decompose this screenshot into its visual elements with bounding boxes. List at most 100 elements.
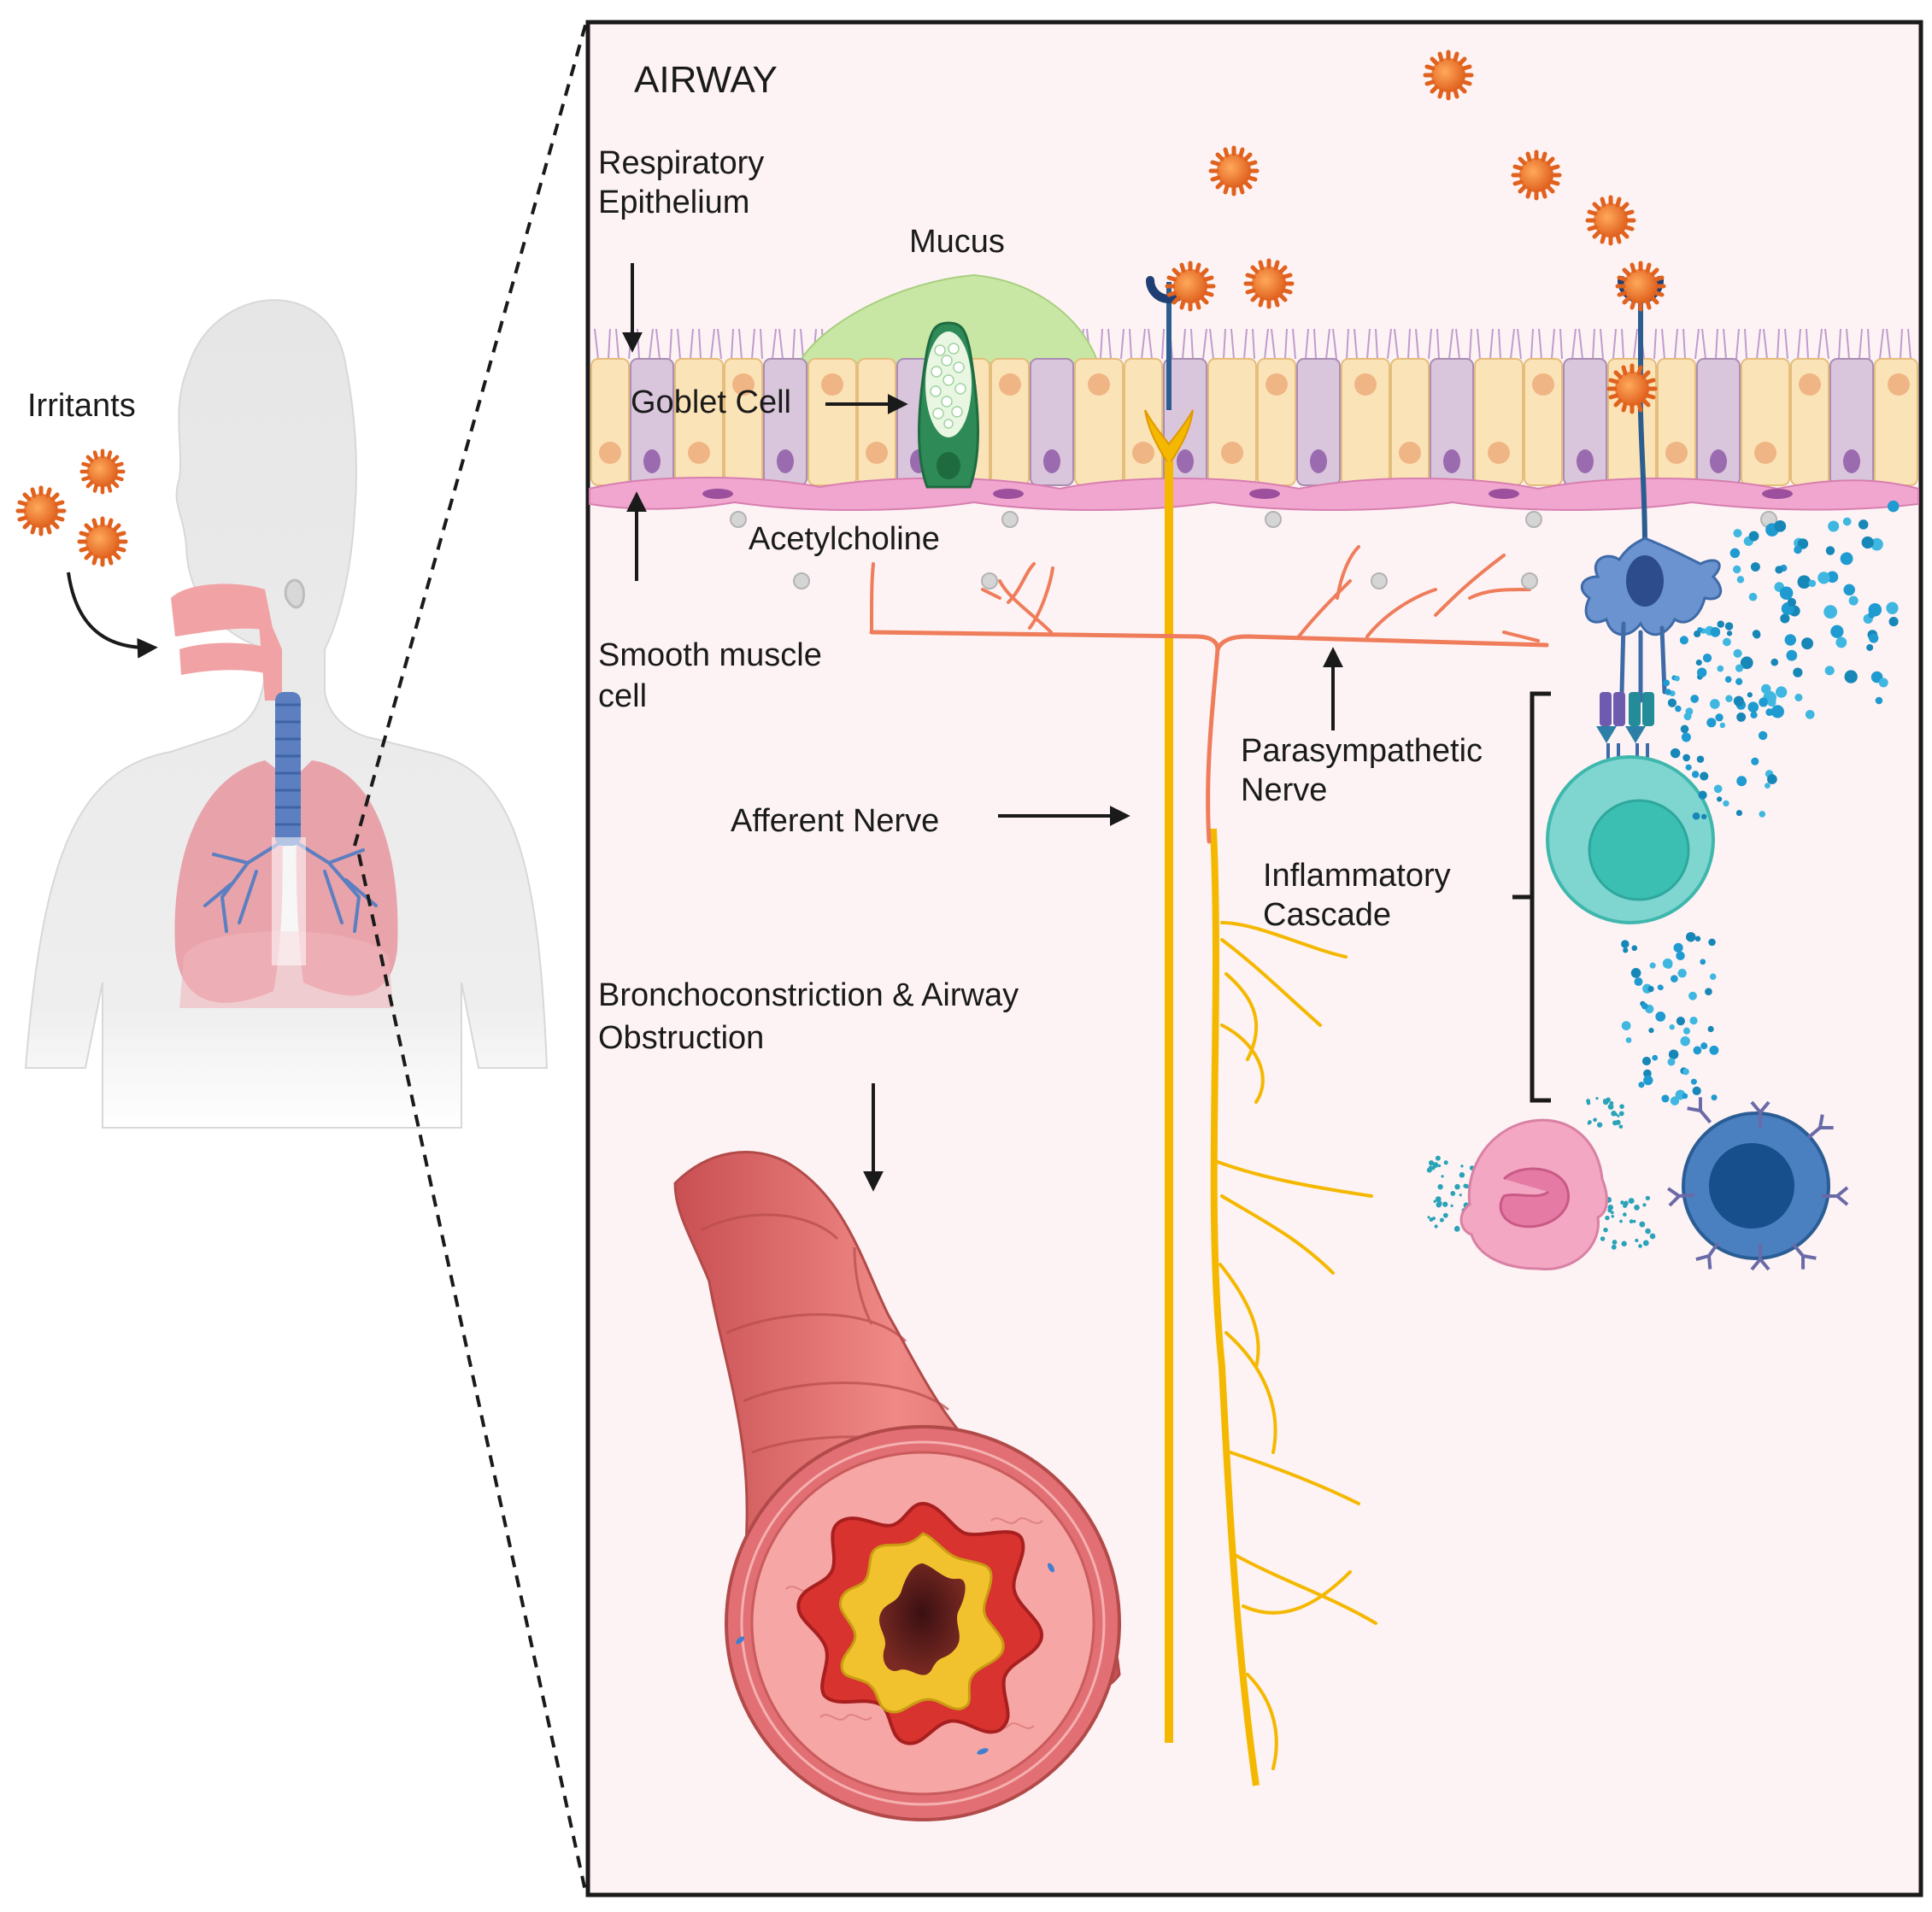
cytokine-dot [1875,696,1883,705]
cytokine-dot [1619,1104,1624,1109]
cytokine-dot [1694,935,1701,942]
cytokine-dot [1776,686,1788,698]
cytokine-dot [1732,565,1741,574]
cytokine-dot [1843,584,1855,596]
parasympathetic-nerve-label-line2: Nerve [1241,772,1328,808]
smooth-muscle-nuclei [702,489,1793,499]
cytokine-dot [1639,1221,1646,1228]
epithelial-cell [590,358,630,486]
label-arrows [622,263,1343,1192]
cytokine-dot [1427,1216,1430,1219]
cytokine-dot [1844,670,1858,683]
goblet-cell-label: Goblet Cell [631,384,791,420]
cytokine-dot [1775,566,1783,574]
cytokine-dot [1888,617,1899,627]
cytokine-dot [1868,611,1876,619]
cytokine-dot [1682,1068,1689,1076]
cytokine-dot [1437,1184,1443,1190]
cytokine-dot [1668,1049,1679,1059]
cytokine-dot [1698,790,1707,800]
epithelial-nucleus [1132,442,1154,464]
cytokine-dot [1858,519,1869,530]
cytokine-dot [1779,586,1794,600]
cytokine-dot [1670,1096,1680,1106]
cytokine-dot [1708,938,1716,947]
cytokine-dot [1618,1111,1624,1117]
cytokine-dot [1665,689,1671,695]
cytokine-dot [1709,699,1720,709]
cytokine-dot [1794,693,1803,701]
eosinophil-icon [1459,1118,1608,1271]
cytokine-dot [1620,1200,1624,1205]
cytokine-dot [1710,627,1721,637]
inflammatory-cascade-label-line2: Cascade [1263,897,1391,933]
epithelial-nucleus [866,442,888,464]
parasympathetic-nerve-label-line1: Parasympathetic [1241,733,1483,769]
cytokine-dot [1801,637,1813,650]
cytokine-dot [1676,1016,1686,1026]
cytokine-dot [1676,951,1685,961]
cytokine-dot [1736,776,1747,787]
cytokine-dot [1652,1054,1659,1061]
cytokine-dot [1625,1037,1632,1043]
cytokine-dot [1454,1183,1460,1190]
cytokine-dot [1634,1205,1640,1211]
cytokine-dot [1670,975,1678,982]
cytokine-dot [1450,1190,1456,1196]
cytokine-dot [1450,1204,1453,1207]
cytokine-dot [1632,1219,1636,1223]
cytokine-dot [1758,730,1768,741]
cytokine-dot [1459,1172,1465,1178]
epithelial-nucleus [1532,373,1554,396]
irritants-label: Irritants [27,388,136,424]
cytokine-dot [1692,1086,1701,1096]
cytokine-dot [1887,500,1900,513]
cytokine-dot [1641,1002,1648,1010]
cytokine-dot [1619,1219,1623,1223]
cytokine-dot [1787,597,1797,607]
cytokine-dot [1736,712,1747,722]
cytokine-dot [1709,1045,1719,1055]
cytokine-dot [1702,654,1712,663]
lungs-icon [174,692,398,1008]
epithelial-cell [1741,358,1790,486]
cytokine-dot [1667,698,1677,707]
epithelial-cell [1390,358,1430,486]
afferent-nerve-label: Afferent Nerve [731,803,940,839]
cytokine-dot [1700,1042,1708,1050]
irritants-arrow [67,572,158,659]
cytokine-dot [1682,1093,1688,1100]
cytokine-dot [1638,1244,1642,1248]
epithelial-nucleus [1488,442,1510,464]
cytokine-dot [1634,977,1643,987]
cytokine-dot [1623,947,1629,953]
mast-cell-icon [1546,692,1715,924]
cytokine-dot [1690,1078,1697,1085]
cytokine-dot [1794,545,1802,554]
cytokine-dot [1700,959,1706,965]
cytokine-dot [1629,1219,1634,1224]
cytokine-dot [1767,774,1777,784]
cytokine-dot [1649,1233,1656,1240]
acetylcholine-label: Acetylcholine [749,521,940,557]
bronchus-icon [673,1151,1121,1821]
cytokine-dot [1705,988,1712,996]
cytokine-dot [1600,1236,1606,1241]
cytokine-dot [1735,810,1743,817]
cytokine-dot [1724,676,1732,683]
goblet-cell-icon [918,321,979,489]
cytokine-dot [1825,546,1835,555]
cytokine-dot [1724,622,1734,630]
epithelial-nucleus [732,373,755,396]
cytokine-dot [1736,576,1745,584]
bronchoconstriction-label-line2: Obstruction [598,1020,765,1056]
cytokine-dot [1611,1244,1617,1250]
cytokine-dot [1459,1194,1462,1197]
acetylcholine-molecules [730,511,1777,589]
cytokine-dot [1669,1023,1675,1030]
cytokine-dot [1605,1215,1610,1221]
cytokine-dot [1726,630,1733,636]
epithelial-nucleus [1843,449,1860,473]
cytokine-dot [1793,667,1803,677]
cytokine-dot [1680,724,1689,734]
